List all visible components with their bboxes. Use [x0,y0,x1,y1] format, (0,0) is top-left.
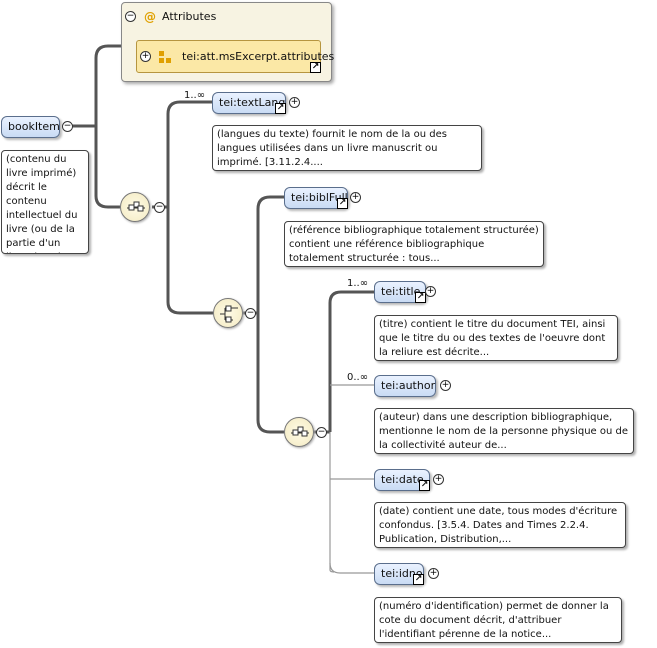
choice-compositor[interactable] [213,298,243,328]
attribute-group-label: tei:att.msExcerpt.attributes [182,50,335,63]
collapse-icon[interactable]: − [245,308,256,319]
expand-icon[interactable]: + [350,192,361,203]
expand-icon[interactable]: + [428,568,439,579]
idno-node[interactable]: tei:idno ↗ [374,563,424,585]
author-node[interactable]: tei:author [374,375,436,397]
expand-icon[interactable]: + [425,286,436,297]
expand-icon[interactable]: + [440,380,451,391]
date-description: (date) contient une date, tous modes d'é… [374,502,626,548]
collapse-icon[interactable]: − [125,11,136,22]
attribute-group[interactable]: + tei:att.msExcerpt.attributes ↗ [136,40,334,73]
root-node[interactable]: bookItem [1,116,60,138]
author-cardinality: 0..∞ [347,372,369,383]
sequence-icon [127,201,145,212]
author-label: tei:author [381,379,436,392]
sequence-icon [291,426,309,437]
biblfull-label: tei:biblFull [291,191,348,204]
link-icon[interactable]: ↗ [419,480,430,491]
date-node[interactable]: tei:date ↗ [374,469,430,491]
textlang-label: tei:textLang [219,96,286,109]
attributes-title: Attributes [162,10,217,23]
title-label: tei:title [381,285,421,298]
expand-icon[interactable]: + [433,474,444,485]
root-label: bookItem [8,120,60,133]
link-icon[interactable]: ↗ [337,198,348,209]
collapse-icon[interactable]: − [154,202,165,213]
collapse-icon[interactable]: − [62,121,73,132]
at-sign-icon: @ [144,10,156,24]
sequence-compositor[interactable] [284,417,314,447]
title-description: (titre) contient le titre du document TE… [374,315,618,361]
root-description: (contenu du livre imprimé) décrit le con… [1,150,89,254]
link-icon[interactable]: ↗ [275,103,286,114]
link-icon[interactable]: ↗ [413,574,424,585]
expand-icon[interactable]: + [289,97,300,108]
idno-label: tei:idno [381,567,423,580]
sequence-compositor[interactable] [120,192,150,222]
textlang-node[interactable]: tei:textLang ↗ [212,92,286,114]
title-cardinality: 1..∞ [347,278,369,289]
biblfull-node[interactable]: tei:biblFull ↗ [284,187,348,209]
choice-icon [220,305,238,323]
attributes-panel: − @ Attributes + tei:att.msExcerpt.attri… [121,2,334,82]
title-node[interactable]: tei:title ↗ [374,281,426,303]
collapse-icon[interactable]: − [316,427,327,438]
biblfull-description: (référence bibliographique totalement st… [284,221,544,267]
textlang-cardinality: 1..∞ [184,90,206,101]
expand-icon[interactable]: + [140,51,151,62]
textlang-description: (langues du texte) fournit le nom de la … [212,125,482,171]
attribute-group-icon [159,51,171,63]
link-icon[interactable]: ↗ [310,62,321,73]
author-description: (auteur) dans une description bibliograp… [374,408,634,454]
idno-description: (numéro d'identification) permet de donn… [374,597,622,643]
date-label: tei:date [381,473,424,486]
link-icon[interactable]: ↗ [415,292,426,303]
